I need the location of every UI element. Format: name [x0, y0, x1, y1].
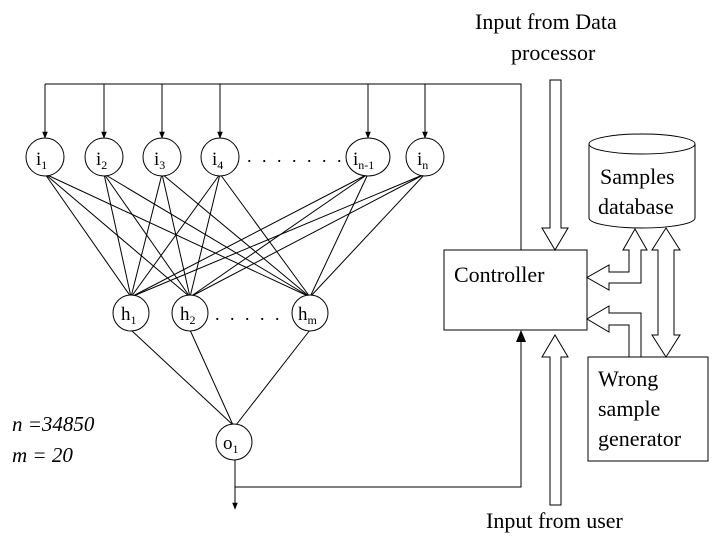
connection-line: [309, 173, 426, 298]
connection-line: [103, 173, 311, 298]
input-data-label-line1: Input from Data: [475, 9, 617, 34]
connection-line: [130, 173, 369, 298]
svg-text:i4: i4: [212, 149, 223, 172]
output-node-o1: o1: [215, 423, 253, 461]
input-layer: i1 i2 i3 i4 . . . . . . . in-1 in: [25, 137, 445, 177]
generator-label-line1: Wrong: [598, 366, 658, 391]
connection-line: [130, 173, 163, 298]
controller-label: Controller: [454, 262, 545, 287]
connection-line: [189, 173, 426, 298]
svg-text:o1: o1: [223, 433, 239, 456]
database-label-line2: database: [598, 194, 674, 219]
connection-line: [309, 173, 369, 298]
feedback-bus: [42, 83, 522, 250]
input-node-i4: i4: [200, 137, 240, 177]
connection-line: [44, 173, 311, 298]
svg-text:i1: i1: [36, 149, 47, 172]
database-to-controller-arrow: [585, 227, 648, 291]
input-ellipsis: . . . . . . .: [247, 146, 345, 166]
hidden-layer: h1 h2 . . . . . hm: [112, 294, 329, 332]
hidden-node-hm: hm: [291, 294, 329, 332]
connection-line: [130, 173, 426, 298]
input-node-i1: i1: [25, 137, 65, 177]
database-generator-double-arrow: [651, 227, 681, 358]
database-label-line1: Samples: [600, 164, 675, 189]
hidden-node-h2: h2: [171, 294, 209, 332]
input-hidden-connections: [44, 173, 426, 298]
connection-line: [130, 173, 221, 298]
connection-line: [161, 173, 311, 298]
input-node-in: in: [405, 137, 445, 177]
samples-database: Samples database: [588, 133, 696, 229]
svg-text:in-1: in-1: [353, 149, 374, 172]
param-n: n =34850: [12, 412, 95, 436]
connection-line: [219, 173, 311, 298]
svg-text:h1: h1: [121, 304, 137, 327]
input-data-label-line2: processor: [511, 40, 596, 65]
controller-box: Controller: [443, 249, 588, 331]
hidden-ellipsis: . . . . .: [215, 304, 283, 324]
connection-line: [44, 173, 132, 298]
data-processor-arrow: [541, 79, 569, 251]
generator-label-line3: generator: [598, 426, 682, 451]
svg-text:h2: h2: [180, 304, 196, 327]
input-node-i3: i3: [142, 137, 182, 177]
output-to-controller: [232, 330, 526, 510]
svg-text:i3: i3: [154, 149, 165, 172]
user-input-arrow: [541, 334, 569, 506]
input-node-i2: i2: [84, 137, 124, 177]
svg-text:hm: hm: [298, 304, 318, 327]
connection-line: [103, 173, 132, 298]
generator-to-controller-arrow: [586, 305, 642, 358]
svg-text:in: in: [417, 149, 428, 172]
input-node-in-1: in-1: [345, 137, 391, 177]
wrong-sample-generator-box: Wrong sample generator: [587, 356, 709, 462]
connection-line: [189, 173, 221, 298]
svg-text:i2: i2: [96, 149, 107, 172]
param-m: m = 20: [12, 443, 73, 467]
generator-label-line2: sample: [598, 396, 660, 421]
hidden-node-h1: h1: [112, 294, 150, 332]
hidden-output-connections: [130, 329, 311, 426]
input-user-label: Input from user: [486, 508, 624, 533]
